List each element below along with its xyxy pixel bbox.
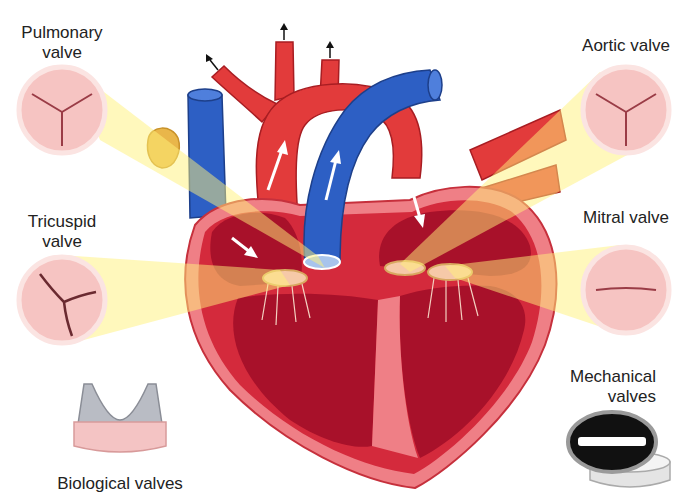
valve-leaflets [40, 274, 96, 336]
flow-arrow [268, 150, 282, 190]
valve-label: Pulmonary valve [7, 23, 117, 63]
zoom-beam [70, 66, 325, 268]
heart-wall [185, 187, 556, 488]
flow-arrow [412, 190, 420, 218]
mechanical-disc [568, 412, 656, 472]
flow-arrow-head [330, 150, 341, 164]
chordae [428, 278, 478, 322]
valve-label: Aortic valve [566, 36, 686, 56]
left-ventricle [400, 285, 526, 458]
valve-leaflets [596, 94, 656, 146]
pulmonary-artery [304, 70, 440, 262]
flow-arrow [326, 160, 336, 200]
right-ventricle [233, 294, 378, 447]
aortic-branch [275, 42, 294, 100]
flow-arrow-head [277, 140, 288, 155]
bioprosthetic-leaflets [78, 384, 162, 424]
outflow-arrow [329, 48, 331, 58]
pulmonary-artery-end [428, 70, 442, 100]
aortic-branch [212, 66, 277, 122]
mechanical-hinge [578, 437, 646, 446]
valve-closeup [583, 247, 669, 333]
flow-arrow-head [414, 214, 425, 228]
valve-leaflets [596, 288, 656, 290]
flow-arrow [232, 238, 250, 252]
valve-leaflets [32, 94, 92, 146]
septum [372, 296, 418, 458]
bioprosthetic-ring [74, 422, 166, 452]
myocardium [198, 200, 541, 474]
valve-label: Mitral valve [566, 208, 686, 228]
outflow-arrow [283, 30, 285, 40]
valve-closeup [19, 67, 105, 153]
valve-label: Biological valves [20, 474, 220, 494]
flow-arrow-head [244, 246, 258, 258]
valve-label: Mechanical valves [546, 367, 656, 407]
valve-closeup [19, 257, 105, 343]
vena-cava-end [188, 89, 222, 101]
outflow-arrow-head [280, 23, 288, 30]
valve-label: Tricuspid valve [7, 212, 117, 252]
outflow-arrow-head [326, 41, 334, 48]
outflow-arrow [210, 60, 218, 70]
outflow-arrow-head [206, 54, 213, 62]
valve-closeup [583, 67, 669, 153]
